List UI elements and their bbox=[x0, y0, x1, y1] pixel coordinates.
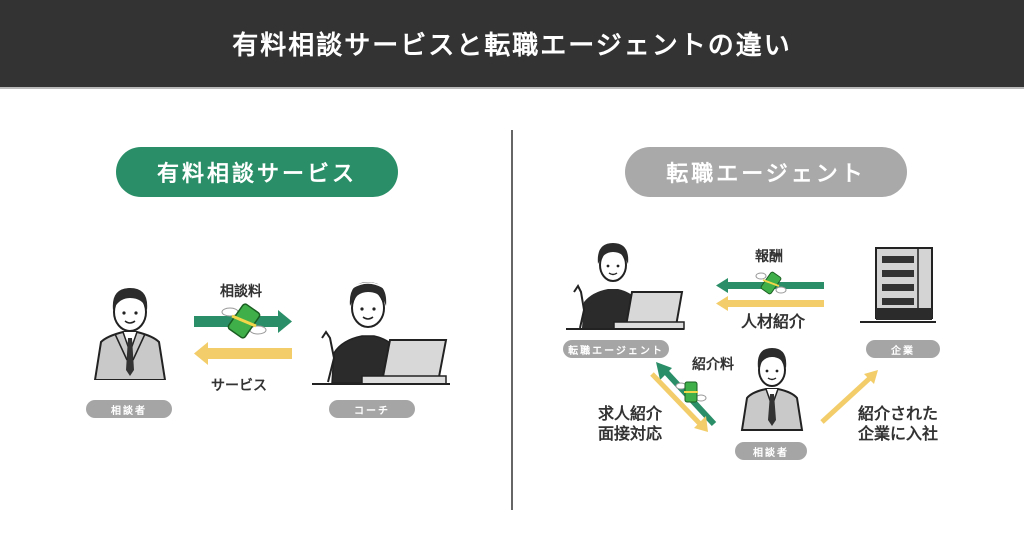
talent-arrow-icon bbox=[716, 296, 824, 311]
page-header: 有料相談サービスと転職エージェントの違い bbox=[0, 0, 1024, 89]
consultee-label: 相談者 bbox=[86, 400, 172, 418]
referral-fee-label: 紹介料 bbox=[692, 357, 734, 373]
coach-label: コーチ bbox=[329, 400, 415, 418]
service-label: サービス bbox=[211, 378, 267, 394]
paid-consultation-title: 有料相談サービス bbox=[116, 147, 398, 197]
job-intro-label: 求人紹介 面接対応 bbox=[598, 404, 662, 444]
job-intro-line1: 求人紹介 bbox=[598, 404, 663, 423]
join-line2: 企業に入社 bbox=[858, 424, 939, 443]
service-arrow-icon bbox=[194, 342, 292, 365]
reward-label: 報酬 bbox=[755, 249, 783, 265]
consultation-fee-label: 相談料 bbox=[220, 284, 262, 300]
agent-label: 転職エージェント bbox=[563, 340, 669, 358]
consultee-label-right: 相談者 bbox=[735, 442, 807, 460]
job-intro-line2: 面接対応 bbox=[598, 424, 663, 443]
flying-money-icon bbox=[675, 381, 707, 403]
consultee-person-icon bbox=[740, 348, 804, 431]
company-label: 企業 bbox=[866, 340, 940, 358]
job-intro-arrow-icon bbox=[650, 372, 708, 432]
join-company-arrow-icon bbox=[820, 370, 878, 424]
consultee-person-icon bbox=[85, 288, 175, 382]
join-company-label: 紹介された 企業に入社 bbox=[858, 404, 938, 444]
coach-person-icon bbox=[312, 282, 450, 385]
panel-divider bbox=[511, 130, 513, 510]
job-agent-title: 転職エージェント bbox=[625, 147, 907, 197]
talent-intro-label: 人材紹介 bbox=[741, 312, 806, 331]
flying-money-icon bbox=[221, 303, 267, 339]
flying-money-icon bbox=[755, 271, 787, 295]
join-line1: 紹介された bbox=[858, 404, 939, 423]
page-title: 有料相談サービスと転職エージェントの違い bbox=[232, 31, 792, 61]
company-building-icon bbox=[860, 247, 936, 323]
agent-person-icon bbox=[566, 243, 685, 330]
